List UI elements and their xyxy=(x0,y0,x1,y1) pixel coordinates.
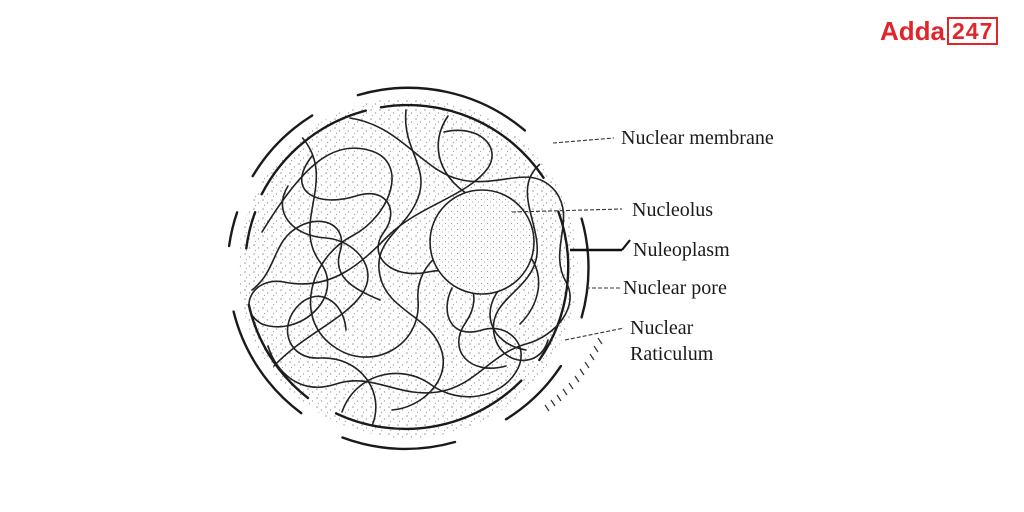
leader-lines xyxy=(511,137,631,341)
label-nucleolus: Nucleolus xyxy=(632,199,713,221)
label-nuclear-reticulum-line1: Nuclear xyxy=(630,317,694,339)
label-nuclear-membrane: Nuclear membrane xyxy=(621,127,774,149)
membrane-ticks xyxy=(544,337,603,412)
label-nuclear-pore: Nuclear pore xyxy=(623,277,727,299)
nucleolus-texture xyxy=(431,191,533,293)
nucleoplasm-fill xyxy=(238,98,578,438)
logo-number: 247 xyxy=(947,17,999,45)
logo-brand: Adda xyxy=(880,16,945,46)
label-nucleoplasm: Nuleoplasm xyxy=(633,239,730,261)
label-nuclear-reticulum-line2: Raticulum xyxy=(630,343,714,365)
nuclear-reticulum xyxy=(248,109,571,427)
adda247-logo: Adda 247 xyxy=(880,16,999,46)
